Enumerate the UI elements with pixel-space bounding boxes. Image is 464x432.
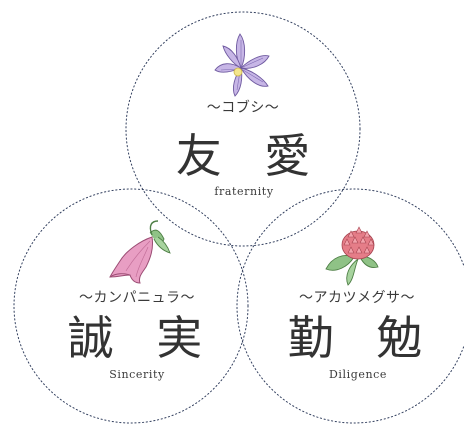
value-sincerity: 〜カンパニュラ〜 誠 実 Sincerity bbox=[68, 290, 217, 381]
value-fraternity: 〜コブシ〜 友 愛 fraternity bbox=[176, 99, 325, 198]
fraternity-kanji: 友 愛 bbox=[176, 129, 325, 183]
value-diligence: 〜アカツメグサ〜 勤 勉 Diligence bbox=[288, 290, 437, 381]
circle-top bbox=[125, 11, 361, 247]
diligence-kanji: 勤 勉 bbox=[288, 311, 437, 365]
fraternity-english: fraternity bbox=[214, 185, 273, 198]
sincerity-english: Sincerity bbox=[109, 368, 165, 381]
fraternity-reading: 〜コブシ〜 bbox=[207, 99, 280, 116]
circle-right bbox=[236, 188, 464, 424]
sincerity-reading: 〜カンパニュラ〜 bbox=[79, 290, 195, 306]
diligence-english: Diligence bbox=[329, 368, 387, 381]
sincerity-kanji: 誠 実 bbox=[68, 311, 217, 365]
clover-flower-icon bbox=[325, 226, 379, 286]
campanula-flower-icon bbox=[109, 220, 171, 284]
kobushi-flower-icon bbox=[214, 33, 270, 97]
diligence-reading: 〜アカツメグサ〜 bbox=[299, 290, 415, 306]
circle-left bbox=[13, 188, 249, 424]
